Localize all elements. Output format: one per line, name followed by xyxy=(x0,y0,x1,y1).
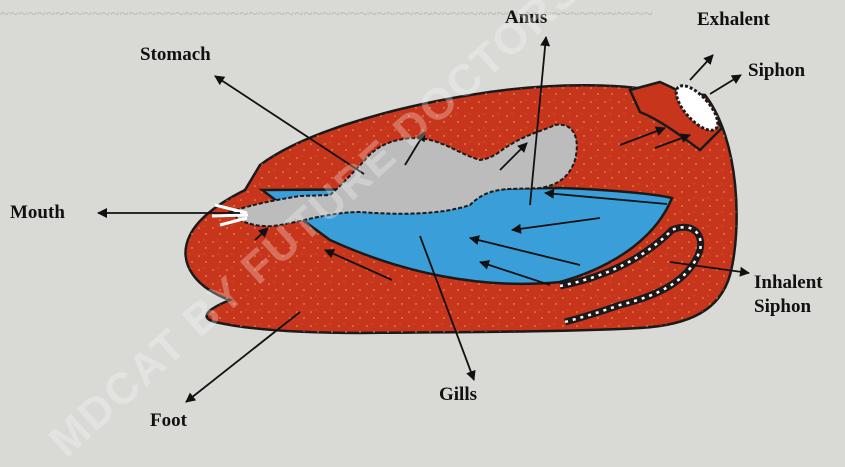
label-exhalent: Exhalent xyxy=(697,9,770,31)
label-inhalent: Inhalent xyxy=(754,272,823,294)
label-siphon-bottom: Siphon xyxy=(754,296,811,318)
label-stomach: Stomach xyxy=(140,44,211,66)
label-mouth: Mouth xyxy=(10,202,65,224)
diagram-canvas: ~~~~~~~~~~~~~~~~~~~~~~~~~~~~~~~~~~~~~~~~… xyxy=(0,0,845,438)
label-siphon-top: Siphon xyxy=(748,60,805,82)
label-foot: Foot xyxy=(150,410,187,432)
label-gills: Gills xyxy=(439,384,477,406)
